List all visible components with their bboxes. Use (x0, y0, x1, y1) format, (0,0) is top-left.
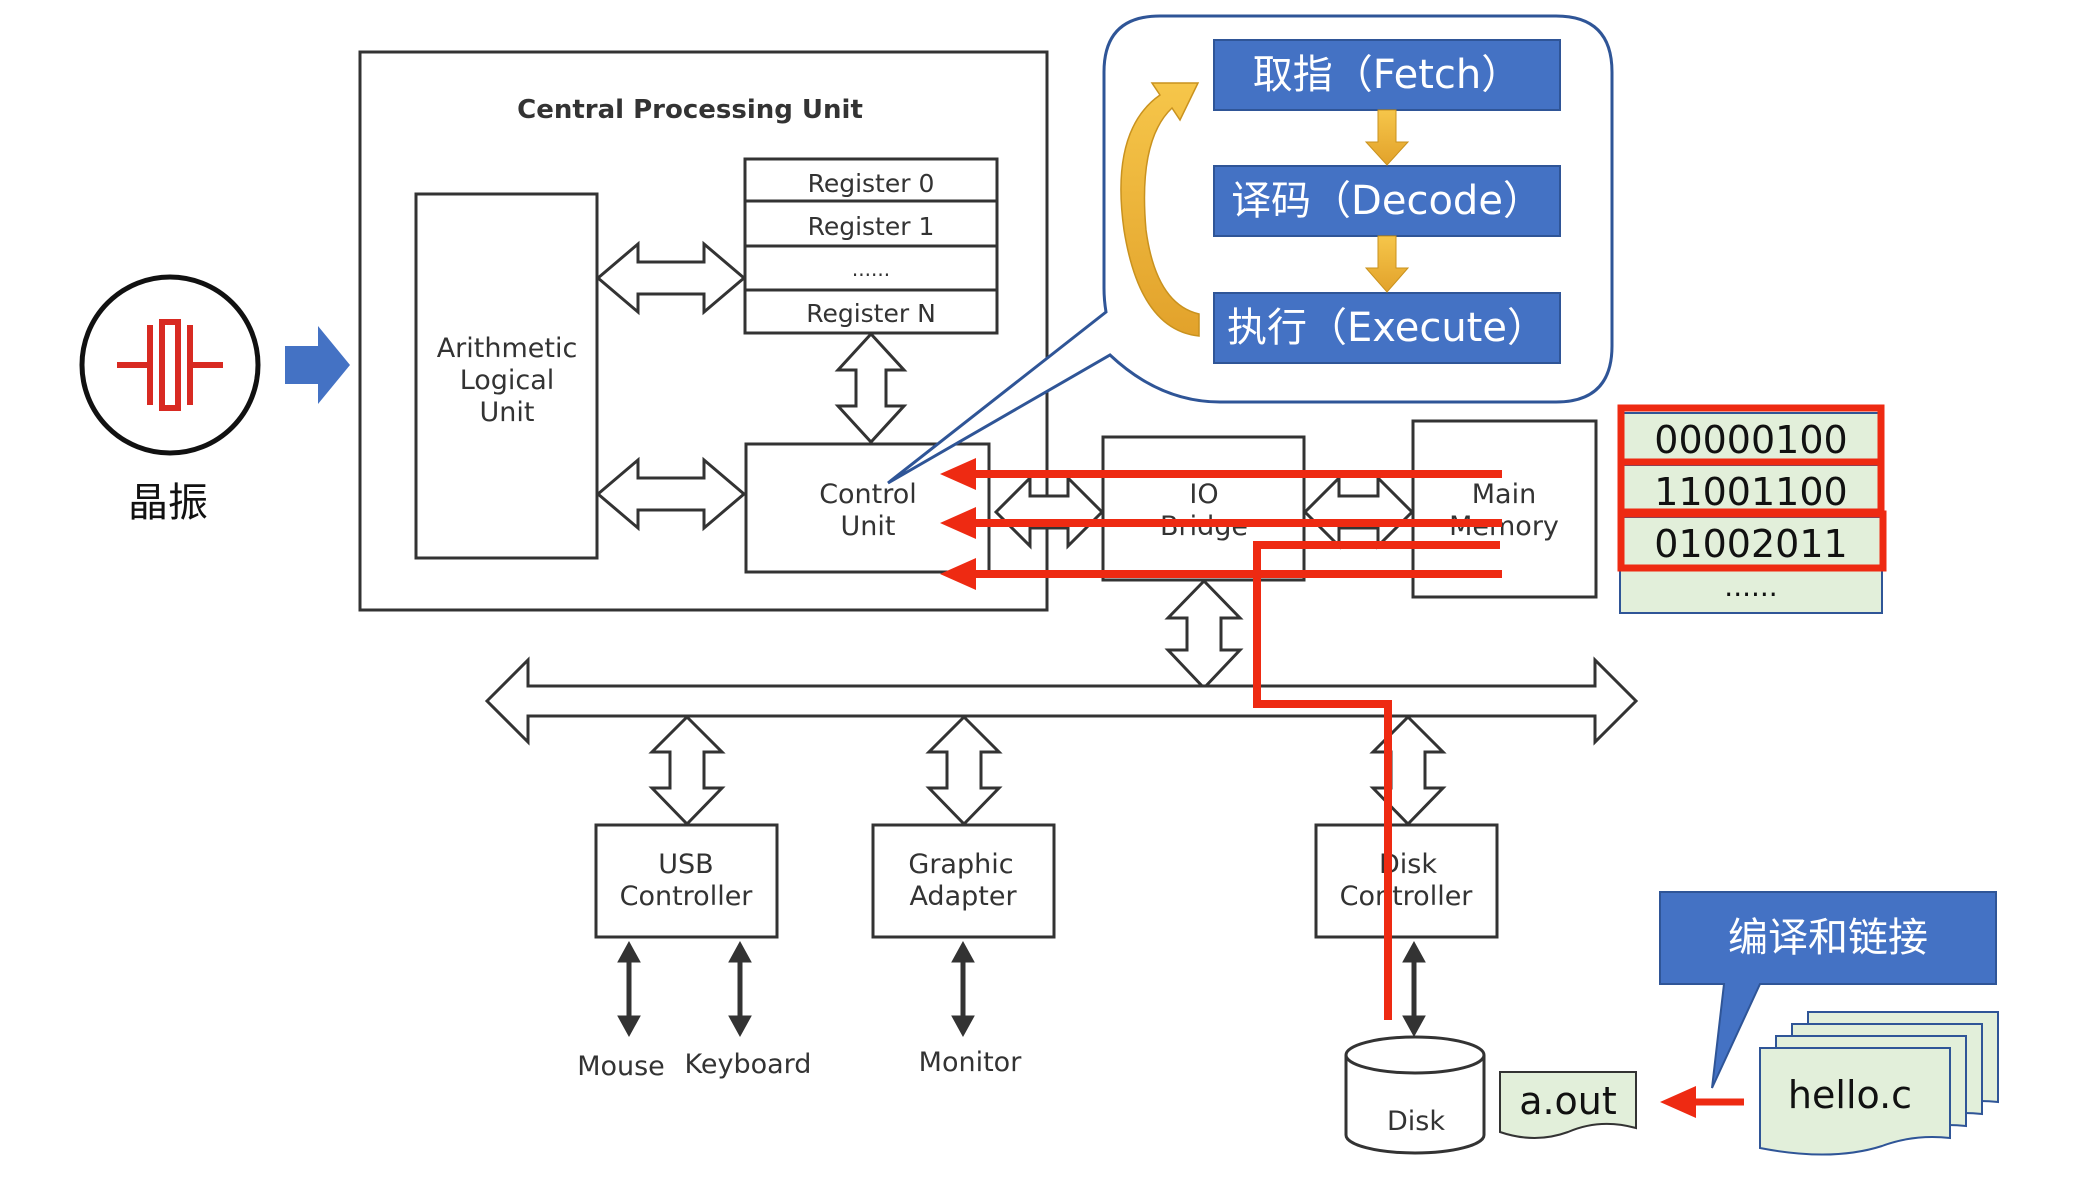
memory-cell-2: 01002011 (1654, 522, 1847, 566)
graphic-adapter-label-line2: Adapter (909, 881, 1017, 912)
memory-cell-0: 00000100 (1654, 418, 1847, 462)
keyboard-label: Keyboard (685, 1049, 812, 1080)
decode-to-execute-arrow-icon (1364, 235, 1410, 293)
disk-cylinder: Disk (1344, 1035, 1486, 1155)
memory-cell-ellipsis: ...... (1724, 570, 1777, 603)
control-unit-label-line1: Control (819, 479, 917, 510)
register-ellipsis-label: ...... (852, 257, 890, 281)
crystal-label: 晶振 (128, 480, 208, 526)
alu-register-bus-arrow (595, 240, 747, 316)
usb-controller-label-line2: Controller (620, 881, 754, 912)
system-bus-arrow (484, 656, 1639, 746)
alu-box: Arithmetic Logical Unit (414, 192, 599, 560)
pipeline-callout: 取指（Fetch） 译码（Decode） 执行（Execute） (887, 14, 1614, 485)
control-unit-label-line2: Unit (841, 511, 896, 542)
compile-link-callout: 编译和链接 (1659, 891, 1997, 1089)
main-memory-label-line1: Main (1472, 479, 1536, 510)
keyboard-arrow-icon (728, 940, 752, 1038)
disk-controller-box: Disk Controller (1314, 823, 1499, 939)
disk-to-memory-path (1253, 541, 1500, 1020)
disk-arrow-icon (1402, 940, 1426, 1038)
execute-step-label: 执行（Execute） (1227, 305, 1547, 351)
main-memory-box: Main Memory (1411, 419, 1598, 599)
decode-step-box (1213, 165, 1561, 237)
usb-controller-box: USB Controller (594, 823, 779, 939)
graphic-adapter-label-line1: Graphic (908, 849, 1013, 880)
cpu-iobridge-bus-arrow (993, 474, 1105, 550)
alu-label-line1: Arithmetic (437, 333, 578, 364)
register-0-label: Register 0 (808, 169, 935, 198)
register-control-bus-arrow (834, 331, 908, 445)
bus-disk-arrow (1369, 714, 1447, 827)
decode-step-label: 译码（Decode） (1231, 178, 1543, 224)
compile-output-arrow-icon (1660, 1086, 1744, 1118)
fetch-step-label: 取指（Fetch） (1253, 52, 1521, 98)
clock-arrow-icon (285, 326, 350, 404)
mouse-label: Mouse (577, 1051, 665, 1082)
graphic-adapter-box: Graphic Adapter (871, 823, 1056, 939)
monitor-arrow-icon (951, 940, 975, 1038)
memory-cell-2-highlight (1617, 510, 1887, 572)
alu-control-bus-arrow (595, 456, 747, 532)
disk-label: Disk (1387, 1106, 1445, 1137)
alu-label-line3: Unit (480, 397, 535, 428)
crystal-oscillator-icon (79, 274, 261, 456)
device-arrows (617, 940, 1426, 1038)
monitor-label: Monitor (919, 1047, 1023, 1078)
cpu-block: Central Processing Unit Arithmetic Logic… (358, 50, 1049, 612)
crystal-oscillator: 晶振 (79, 274, 350, 526)
io-bridge-box: IO Bridge (1101, 435, 1306, 582)
data-path (940, 458, 1502, 1020)
memory-cell-1: 11001100 (1654, 470, 1847, 514)
memory-cells: 00000100 11001100 01002011 ...... (1617, 404, 1887, 614)
mouse-arrow-icon (617, 940, 641, 1038)
iobridge-systembus-arrow (1164, 578, 1244, 691)
crystal-symbol-icon (117, 319, 223, 411)
register-n-label: Register N (806, 299, 936, 328)
execute-to-fetch-loop-arrow-icon (1120, 82, 1200, 337)
compile-link-label: 编译和链接 (1728, 915, 1928, 961)
bus-graphic-arrow (925, 714, 1003, 827)
control-unit-box: Control Unit (744, 442, 991, 574)
aout-label: a.out (1519, 1079, 1617, 1123)
aout-file: a.out (1499, 1071, 1637, 1139)
helloc-file-stack: hello.c (1759, 1011, 1999, 1156)
io-bridge-label-line1: IO (1189, 479, 1218, 510)
fetch-step-box (1213, 39, 1561, 111)
fetch-to-decode-arrow-icon (1364, 109, 1410, 166)
usb-controller-label-line1: USB (658, 849, 713, 880)
disk-controller-label-line2: Controller (1340, 881, 1474, 912)
alu-label-line2: Logical (460, 365, 555, 396)
cpu-title: Central Processing Unit (517, 95, 863, 125)
iobridge-memory-bus-arrow (1302, 474, 1415, 550)
register-1-label: Register 1 (808, 212, 935, 241)
helloc-label: hello.c (1788, 1073, 1912, 1117)
bus-usb-arrow (648, 714, 726, 827)
execute-step-box (1213, 292, 1561, 364)
register-file: Register 0 Register 1 ...... Register N (743, 157, 999, 335)
